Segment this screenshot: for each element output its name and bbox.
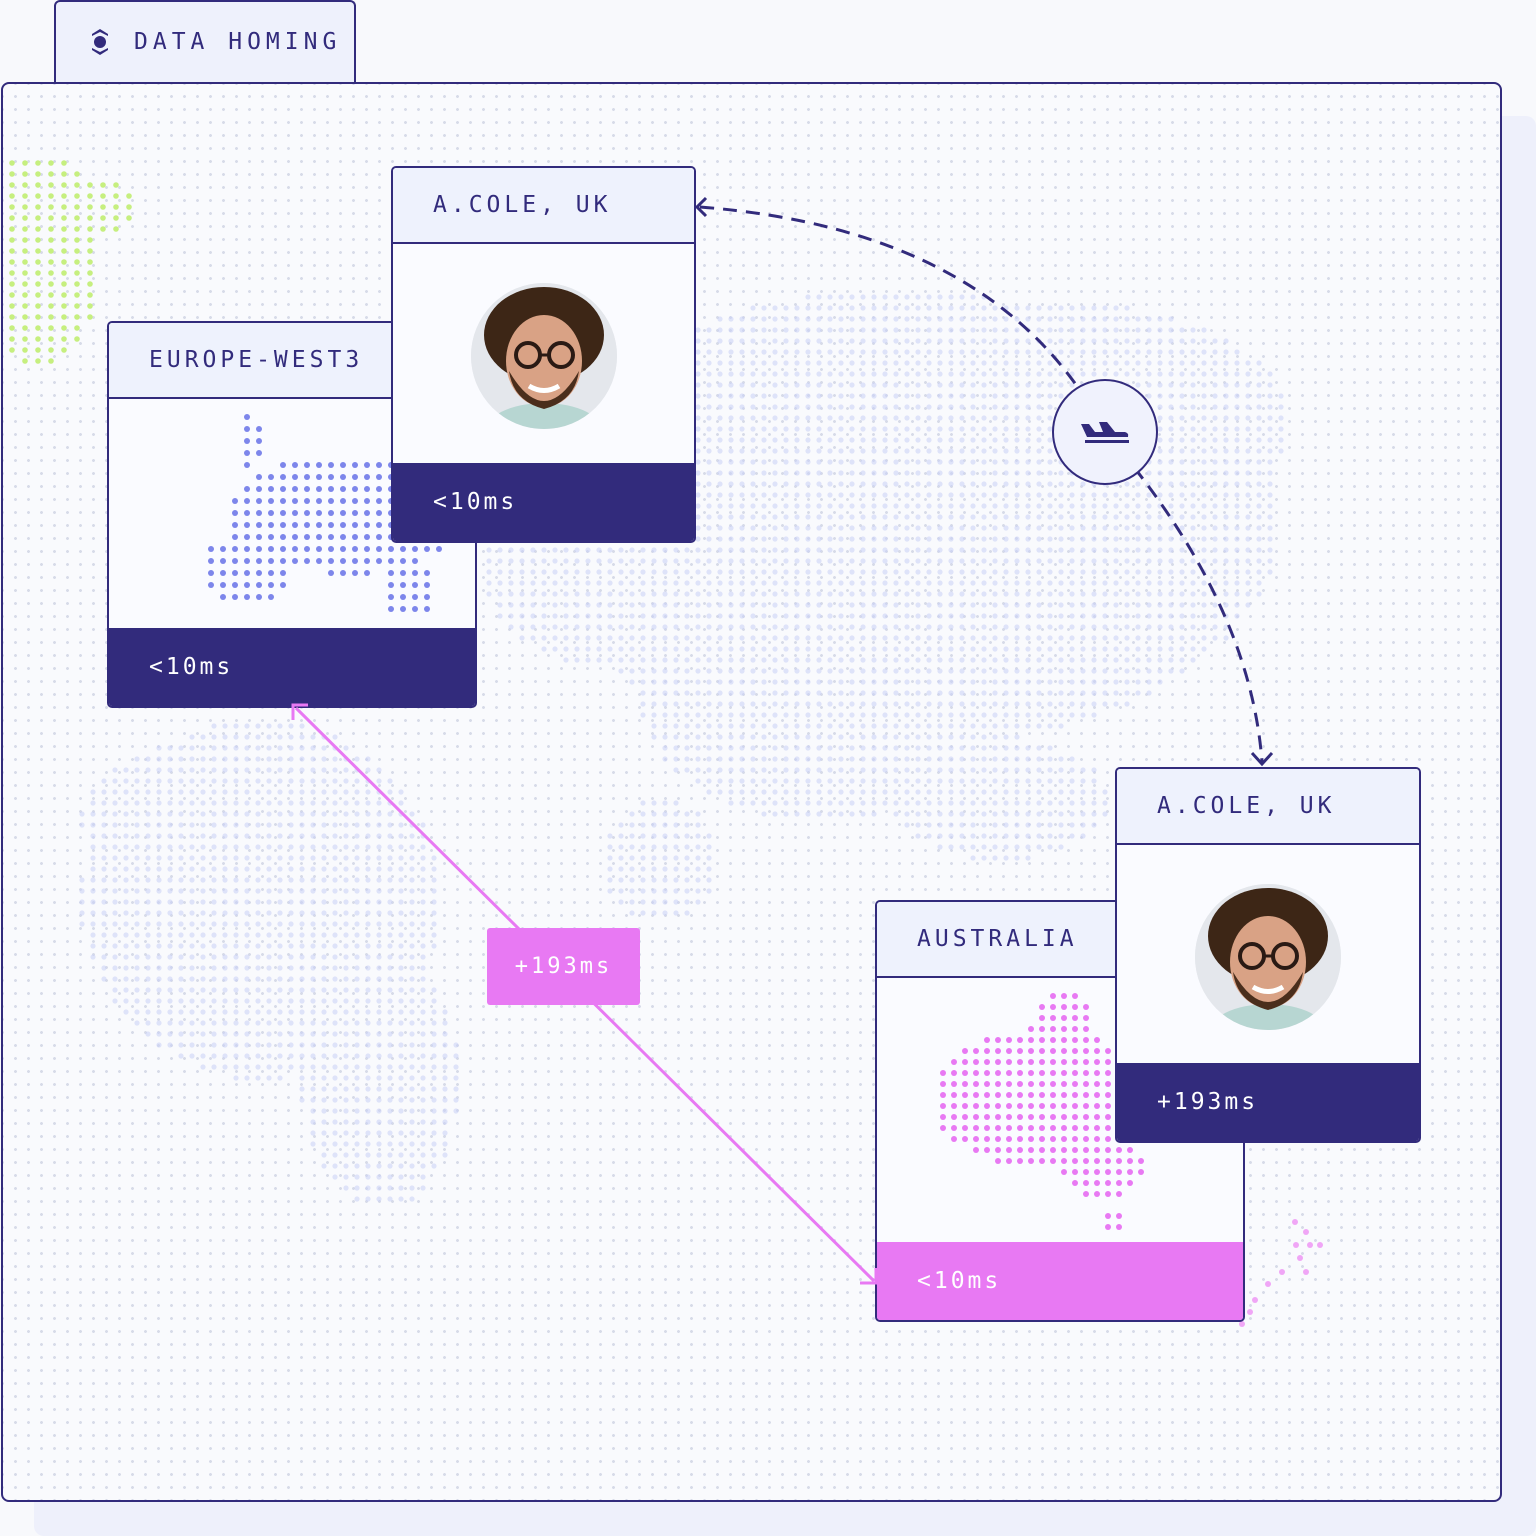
user-card-top[interactable]: A.COLE, UK <10ms — [391, 166, 696, 543]
airplane-landing-icon — [1081, 422, 1129, 443]
cross-region-latency-tag: +193ms — [487, 928, 640, 1005]
user-avatar — [470, 283, 617, 429]
user-card-title: A.COLE, UK — [1117, 769, 1419, 845]
region-latency-label: <10ms — [877, 1242, 1243, 1320]
header-title: DATA HOMING — [134, 29, 342, 55]
transit-badge — [1052, 379, 1158, 485]
user-avatar — [1195, 884, 1341, 1030]
region-pin-icon — [92, 29, 108, 55]
user-card-bottom[interactable]: A.COLE, UK +193ms — [1115, 767, 1421, 1143]
region-latency-label: <10ms — [109, 628, 475, 706]
header-tab[interactable]: DATA HOMING — [54, 0, 356, 82]
user-card-title: A.COLE, UK — [393, 168, 694, 244]
user-latency-label: <10ms — [393, 463, 694, 541]
user-latency-label: +193ms — [1117, 1063, 1419, 1141]
